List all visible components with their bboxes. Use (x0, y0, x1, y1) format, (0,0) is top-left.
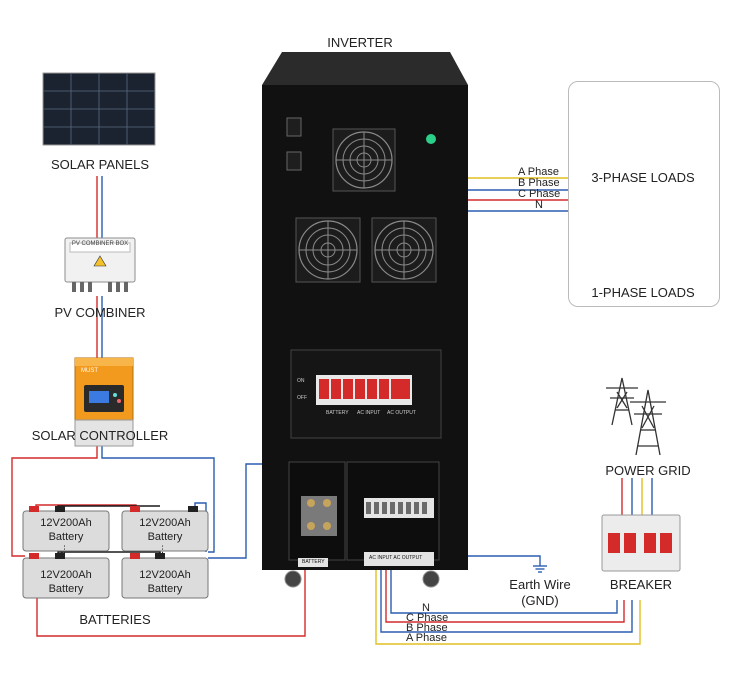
switch-panel (290, 349, 442, 439)
terminal-area (288, 461, 440, 567)
switch-battery-label: BATTERY (326, 410, 349, 416)
battery-4 (121, 553, 209, 599)
ground-icon (533, 565, 547, 573)
switch-ac-output-label: AC OUTPUT (387, 410, 416, 416)
battery-2 (121, 506, 209, 552)
inverter-cabinet (262, 52, 468, 588)
switch-on-label: ON (297, 378, 305, 384)
wheel-2 (422, 570, 440, 588)
three-phase-loads-label: 3-PHASE LOADS (591, 170, 695, 185)
power-led-icon (426, 134, 436, 144)
wire-label-n-bottom: N (422, 602, 430, 614)
battery-3 (22, 553, 110, 599)
breaker-label: BREAKER (609, 577, 673, 592)
wire-label-a-phase-top: A Phase (518, 166, 559, 178)
solar-panels-image (42, 72, 156, 146)
wire-label-n-top: N (535, 199, 543, 211)
wire-label-a-phase-bottom: A Phase (406, 632, 447, 644)
display-button-1 (286, 117, 302, 137)
display-button-2 (286, 151, 302, 171)
solar-controller-label: SOLAR CONTROLLER (31, 428, 169, 443)
wire-label-b-phase-top: B Phase (518, 177, 560, 189)
ac-terminal-label: AC INPUT AC OUTPUT (369, 555, 423, 561)
controller-brand: MUST (81, 368, 98, 374)
left-fan (295, 217, 361, 283)
switch-ac-input-label: AC INPUT (357, 410, 381, 416)
wire-label-c-phase-top: C Phase (518, 188, 561, 200)
battery-terminal-label: BATTERY (302, 559, 325, 565)
power-tower-icon (606, 377, 666, 456)
right-fan (371, 217, 437, 283)
solar-panels-label: SOLAR PANELS (50, 157, 150, 172)
wire-label-c-phase-bottom: C Phase (406, 612, 449, 624)
loads-panel (568, 81, 720, 307)
battery-ellipsis-left: ⋮ (60, 544, 69, 554)
earth-wire-label: Earth Wire(GND) (509, 577, 571, 608)
top-fan (332, 128, 396, 192)
solar-controller-image (74, 357, 134, 447)
power-grid-label: POWER GRID (605, 463, 691, 478)
one-phase-loads-label: 1-PHASE LOADS (591, 285, 695, 300)
pv-combiner-box-text: PV COMBINER BOX (71, 241, 129, 247)
battery-bank (22, 506, 209, 599)
battery-ellipsis-right: ⋮ (158, 544, 167, 554)
pv-combiner-label: PV COMBINER (54, 305, 146, 320)
wire-label-b-phase-bottom: B Phase (406, 622, 448, 634)
grid-breaker-image (601, 514, 681, 572)
batteries-label: BATTERIES (79, 612, 151, 627)
pv-combiner-image (64, 237, 136, 292)
wheel-1 (284, 570, 302, 588)
inverter-title: INVERTER (327, 35, 393, 50)
battery-1 (22, 506, 110, 552)
switch-off-label: OFF (297, 395, 307, 401)
